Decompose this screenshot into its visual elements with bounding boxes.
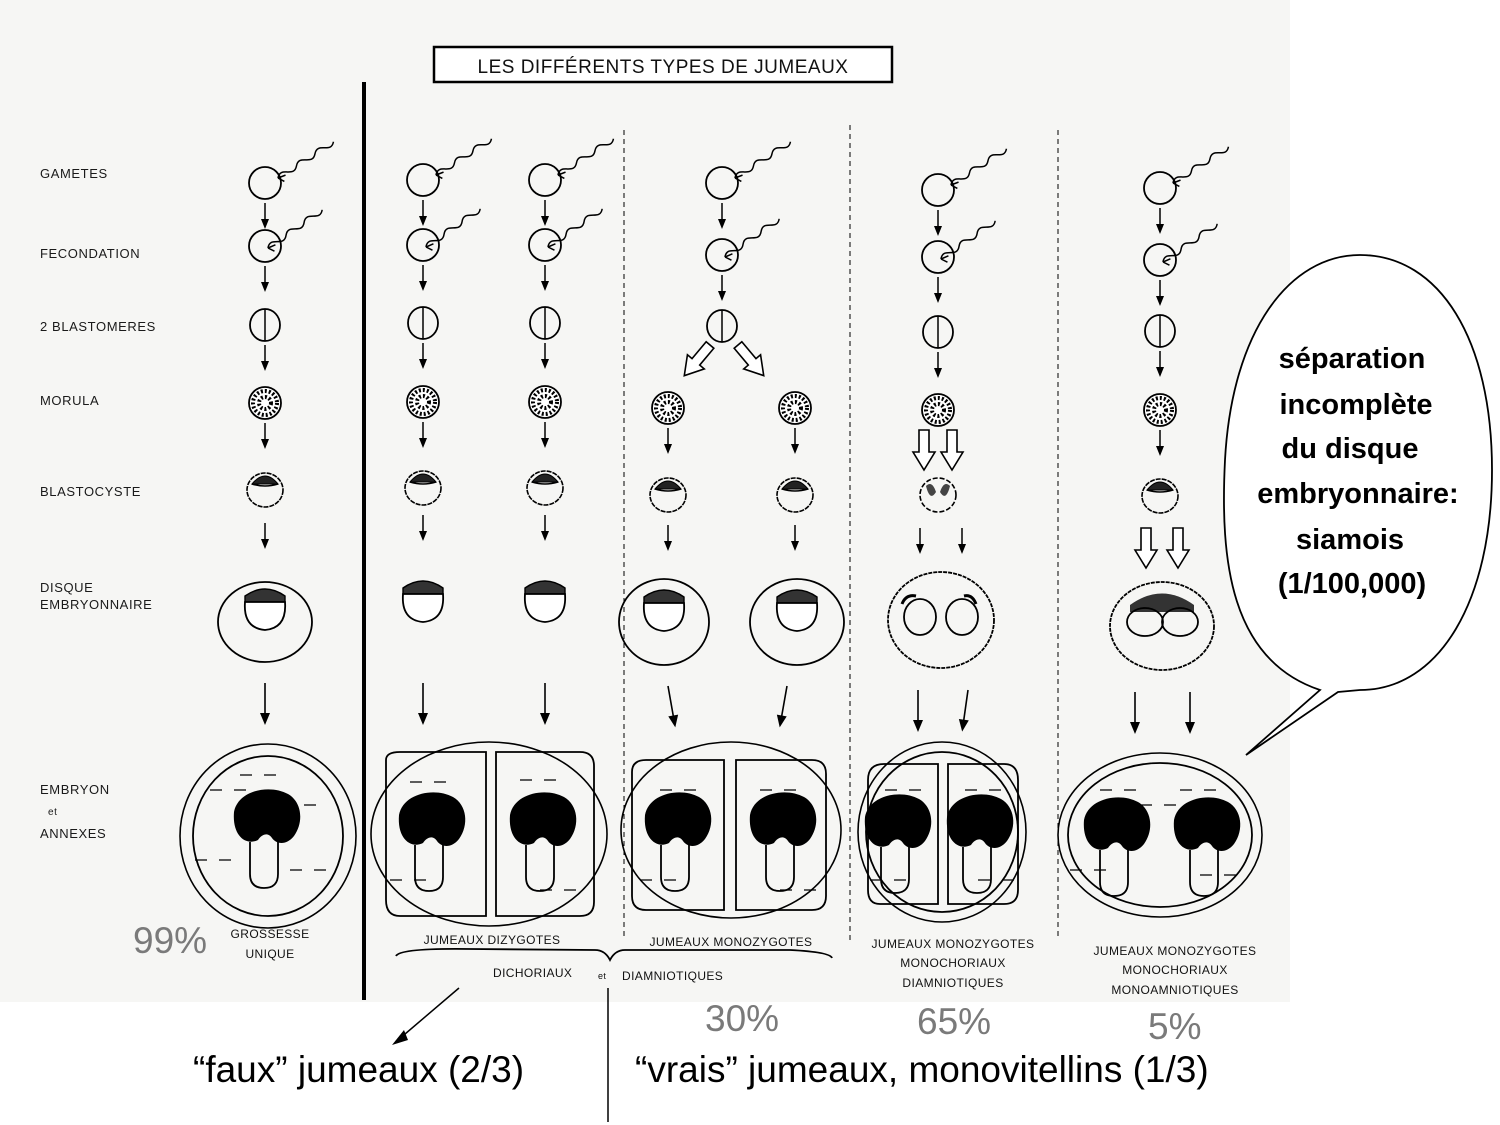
stage-label-annexes: ANNEXES — [40, 826, 106, 841]
caption-mono-diamn-2: MONOCHORIAUX — [900, 956, 1005, 970]
faux-jumeaux-label: “faux” jumeaux (2/3) — [193, 1049, 524, 1090]
caption-dichoriaux: DICHORIAUX — [493, 966, 572, 980]
title-box — [432, 45, 894, 84]
caption-dichoriaux-et: et — [598, 971, 606, 981]
bubble-line-1: séparation — [1279, 343, 1426, 375]
caption-mono-monoamn-1: JUMEAUX MONOZYGOTES — [1094, 944, 1257, 958]
brace — [395, 947, 833, 963]
column-single — [179, 139, 357, 929]
percentage-dichorial-mono: 30% — [705, 998, 779, 1039]
caption-diamniotiques: DIAMNIOTIQUES — [622, 969, 723, 983]
stage-label-embryonnaire: EMBRYONNAIRE — [40, 597, 152, 612]
vrais-jumeaux-label: “vrais” jumeaux, monovitellins (1/3) — [635, 1049, 1209, 1090]
faux-pointer-line — [397, 987, 460, 1041]
faux-pointer-head — [392, 1030, 408, 1045]
stage-label-2-blastomeres: 2 BLASTOMERES — [40, 319, 156, 334]
column-monoamniotic — [1057, 144, 1263, 918]
percentage-single: 99% — [133, 920, 207, 961]
stage-labels: GAMETES FECONDATION 2 BLASTOMERES MORULA… — [40, 166, 156, 841]
caption-dizygotes: JUMEAUX DIZYGOTES — [424, 933, 561, 947]
column-dizygotic-a — [401, 136, 498, 726]
dizygotic-annexes — [370, 741, 608, 927]
stage-label-morula: MORULA — [40, 393, 99, 408]
bubble-line-4: embryonnaire: — [1257, 478, 1458, 510]
column-monochorial-diamniotic — [857, 146, 1027, 923]
bubble-line-6: (1/100,000) — [1278, 568, 1426, 600]
bubble-line-5: siamois — [1296, 524, 1404, 556]
caption-mono-diamn-1: JUMEAUX MONOZYGOTES — [872, 937, 1035, 951]
bubble-line-2: incomplète — [1279, 389, 1432, 421]
caption-grossesse: GROSSESSE — [231, 927, 310, 941]
scanned-figure-background — [0, 0, 1290, 1002]
stage-label-et: et — [48, 807, 58, 818]
caption-unique: UNIQUE — [245, 947, 294, 961]
stage-label-blastocyste: BLASTOCYSTE — [40, 484, 141, 499]
bubble-line-3: du disque — [1282, 433, 1419, 465]
caption-monozygotes: JUMEAUX MONOZYGOTES — [650, 935, 813, 949]
stage-label-disque: DISQUE — [40, 580, 93, 595]
percentage-monochorial-diamniotic: 65% — [917, 1001, 991, 1042]
column-dizygotic-b — [523, 136, 620, 726]
caption-mono-monoamn-2: MONOCHORIAUX — [1122, 963, 1227, 977]
percentage-monoamniotic: 5% — [1148, 1006, 1201, 1047]
stage-label-embryon: EMBRYON — [40, 782, 110, 797]
callout-bubble: séparation incomplète du disque embryonn… — [1223, 254, 1493, 756]
column-monozygotic-dichorial — [618, 139, 845, 919]
caption-mono-monoamn-3: MONOAMNIOTIQUES — [1111, 983, 1238, 997]
caption-mono-diamn-3: DIAMNIOTIQUES — [902, 976, 1003, 990]
captions: GROSSESSE UNIQUE JUMEAUX DIZYGOTES JUMEA… — [231, 927, 1257, 997]
diagram-title: LES DIFFÉRENTS TYPES DE JUMEAUX — [478, 57, 849, 78]
stage-label-gametes: GAMETES — [40, 166, 108, 181]
stage-label-fecondation: FECONDATION — [40, 246, 140, 261]
